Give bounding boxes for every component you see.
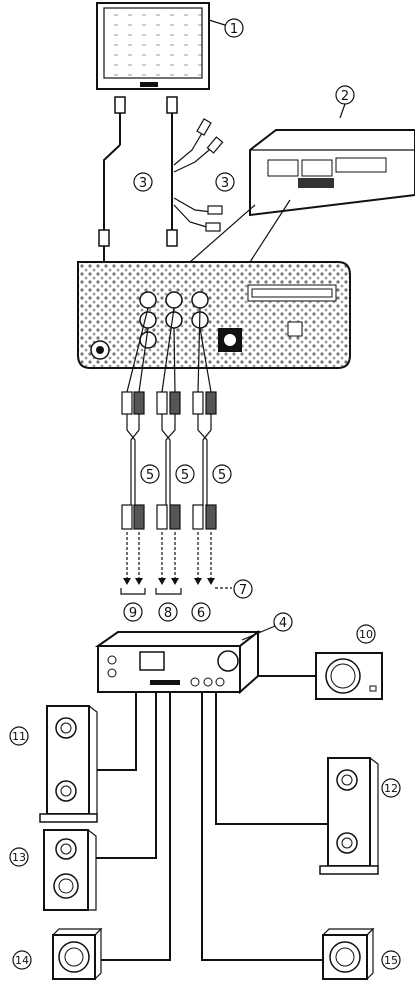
- callout-8: 8: [158, 602, 178, 622]
- svg-text:12: 12: [384, 782, 398, 795]
- rear-panel: [77, 261, 351, 369]
- callout-9: 9: [123, 602, 143, 622]
- callout-1: 1: [224, 18, 244, 38]
- callout-6: 6: [191, 602, 211, 622]
- svg-text:5: 5: [146, 468, 154, 483]
- television: [96, 2, 229, 90]
- center-speaker: [43, 692, 157, 911]
- svg-text:4: 4: [279, 616, 287, 631]
- callout-5-middle: 5: [175, 464, 195, 484]
- zoom-lines: [189, 199, 291, 263]
- callout-5-right: 5: [212, 464, 232, 484]
- front-right-speaker: [215, 692, 379, 875]
- audio-cables: [120, 307, 232, 595]
- callout-3-left: 3: [133, 172, 153, 192]
- svg-text:1: 1: [230, 22, 238, 37]
- callout-11: 11: [9, 726, 29, 746]
- svg-text:9: 9: [129, 606, 137, 621]
- svg-text:10: 10: [359, 628, 373, 641]
- callout-14: 14: [12, 950, 32, 970]
- amplifier: [94, 625, 276, 695]
- callout-15: 15: [381, 950, 401, 970]
- rear-right-speaker: [201, 692, 375, 980]
- callout-13: 13: [9, 847, 29, 867]
- svg-text:13: 13: [12, 851, 26, 864]
- svg-text:2: 2: [341, 89, 349, 104]
- svg-text:7: 7: [239, 583, 247, 598]
- svg-text:14: 14: [15, 954, 29, 967]
- svg-text:8: 8: [164, 606, 172, 621]
- callout-3-right: 3: [215, 172, 235, 192]
- svg-text:3: 3: [221, 176, 229, 191]
- svg-text:6: 6: [197, 606, 205, 621]
- callout-7: 7: [233, 579, 253, 599]
- svg-text:5: 5: [218, 468, 226, 483]
- av-cable: [166, 96, 224, 247]
- svg-text:15: 15: [384, 954, 398, 967]
- front-left-speaker: [39, 692, 137, 823]
- s-video-cable: [98, 96, 126, 262]
- callout-12: 12: [381, 778, 401, 798]
- rear-left-speaker: [52, 692, 171, 980]
- subwoofer: [258, 652, 383, 700]
- svg-text:11: 11: [12, 730, 26, 743]
- callout-10: 10: [356, 624, 376, 644]
- dvd-player: [249, 103, 415, 217]
- svg-text:5: 5: [181, 468, 189, 483]
- callout-5-left: 5: [140, 464, 160, 484]
- callout-4: 4: [273, 612, 293, 632]
- callout-2: 2: [335, 85, 355, 105]
- svg-text:3: 3: [139, 176, 147, 191]
